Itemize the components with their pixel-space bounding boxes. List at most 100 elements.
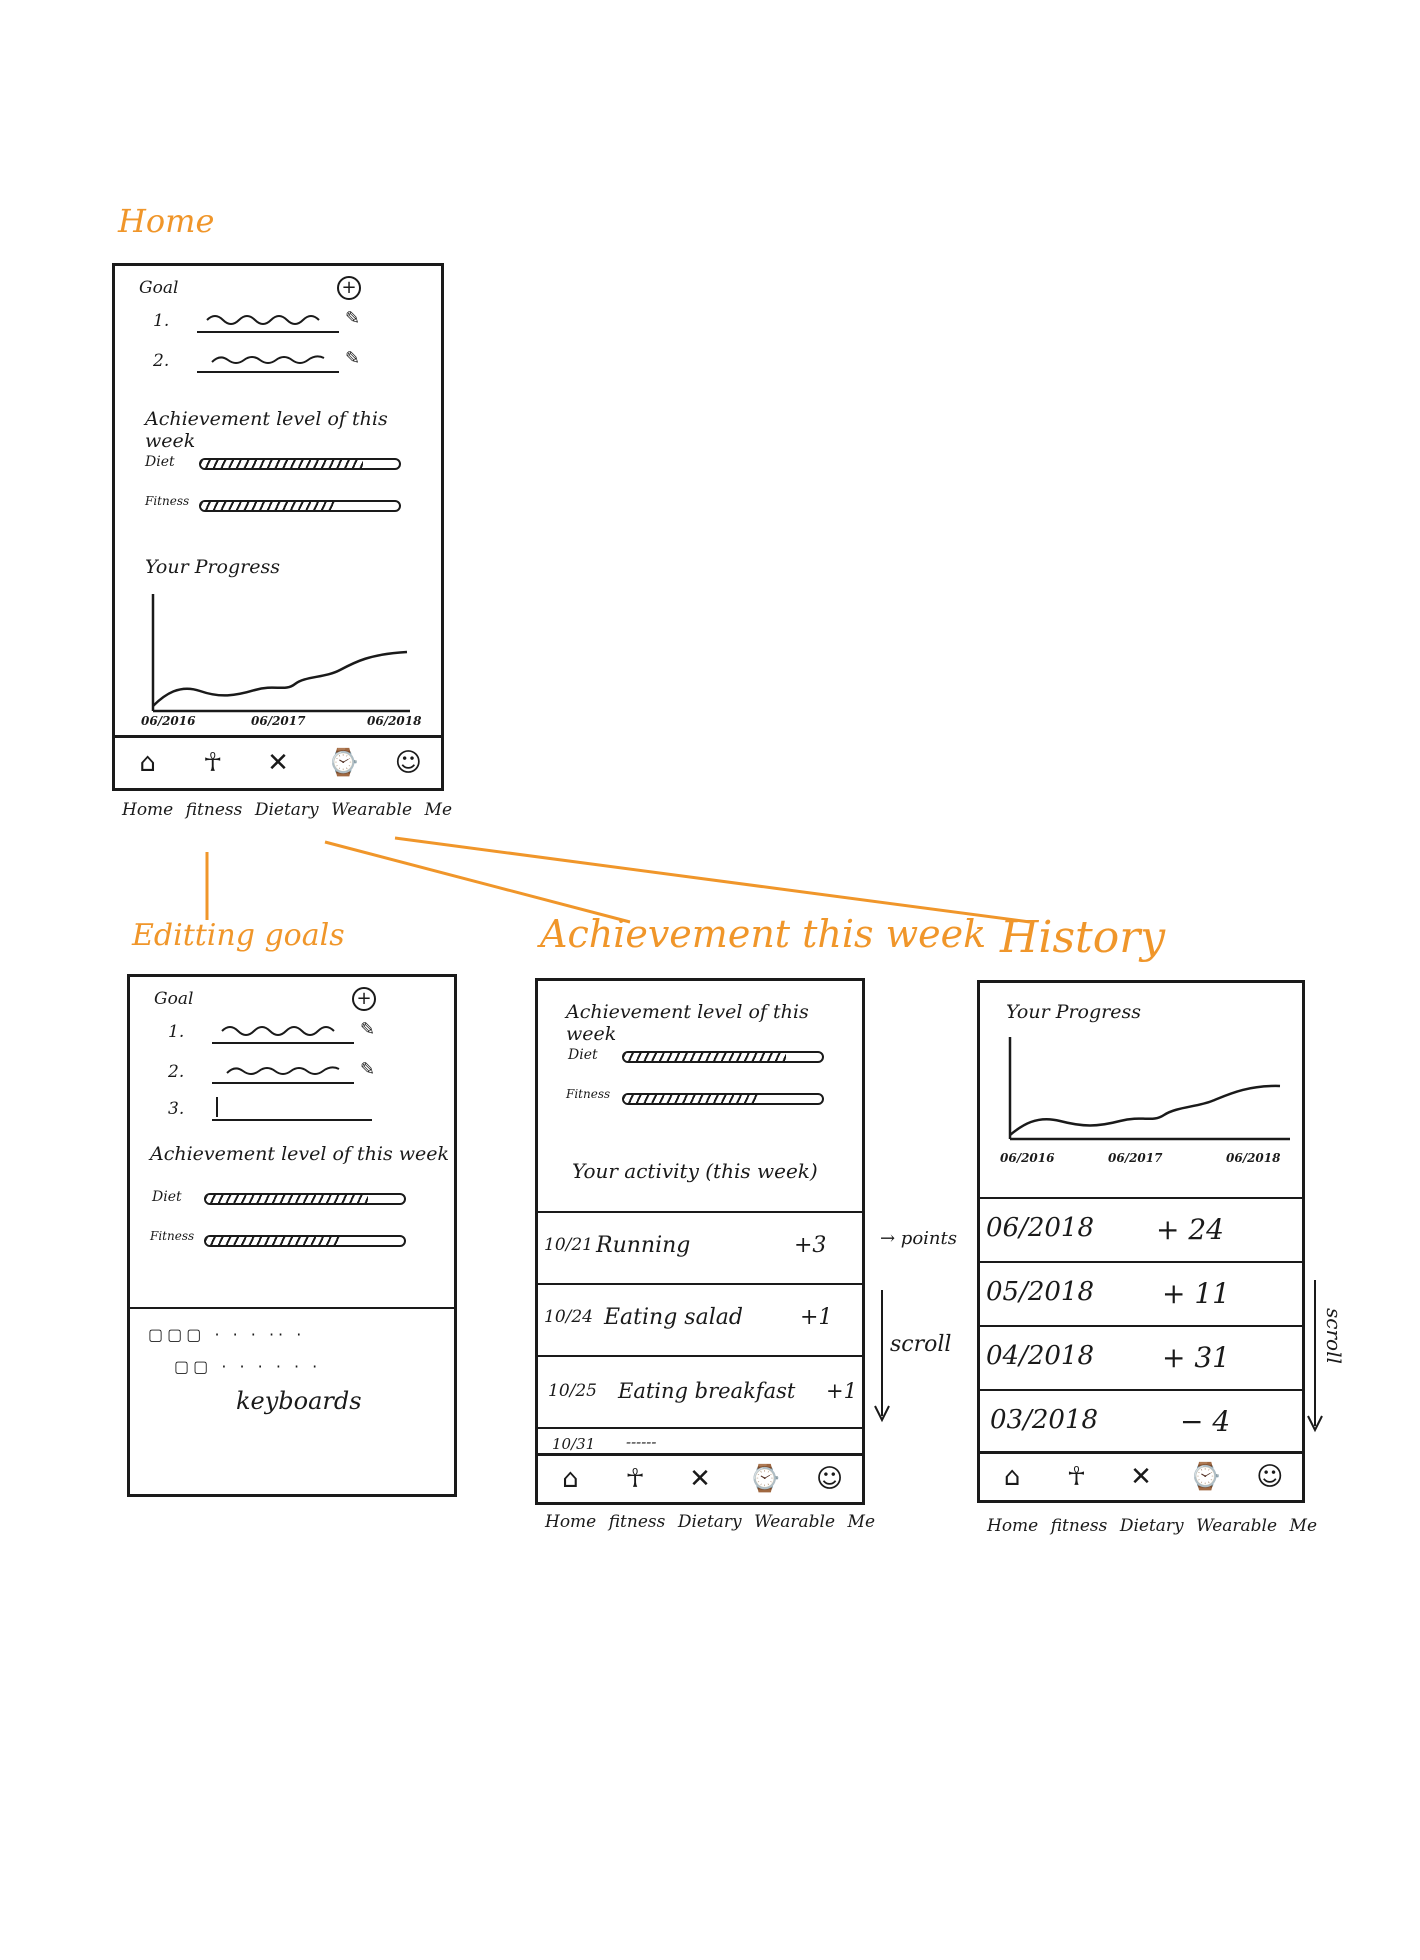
activity-row[interactable]: 10/25 Eating breakfast +1 [538, 1355, 862, 1427]
bottom-nav: ⌂ ☥ ✕ ⌚ ☺ [980, 1451, 1302, 1500]
fitness-icon[interactable]: ☥ [1066, 1462, 1087, 1492]
progress-label: Your Progress [145, 556, 280, 578]
wearable-icon[interactable]: ⌚ [1189, 1462, 1222, 1492]
diet-label: Diet [152, 1189, 182, 1205]
history-row[interactable]: 06/2018 + 24 [980, 1197, 1302, 1261]
nav-label-wearable[interactable]: Wearable [1196, 1516, 1278, 1536]
nav-label-me[interactable]: Me [847, 1512, 875, 1532]
edit-goal-2-icon[interactable]: ✎ [345, 348, 361, 369]
me-icon[interactable]: ☺ [816, 1464, 844, 1494]
nav-label-home[interactable]: Home [987, 1516, 1039, 1536]
progress-line-chart [151, 594, 410, 713]
goal-3-input[interactable] [212, 1119, 372, 1121]
history-scroll-arrow-icon [1307, 1280, 1323, 1433]
history-date: 04/2018 [986, 1341, 1095, 1371]
connector-achievement [324, 840, 631, 924]
nav-label-me[interactable]: Me [424, 800, 452, 820]
home-icon[interactable]: ⌂ [1003, 1462, 1021, 1492]
editing-title: Editting goals [132, 918, 345, 953]
history-row[interactable]: 03/2018 − 4 [980, 1389, 1302, 1453]
x-tick-2: 06/2017 [1108, 1151, 1163, 1165]
edit-goal-1-icon[interactable]: ✎ [345, 308, 361, 329]
scroll-arrow-icon [874, 1290, 890, 1423]
achievement-nav-labels: Home fitness Dietary Wearable Me [545, 1512, 875, 1532]
history-nav-labels: Home fitness Dietary Wearable Me [987, 1516, 1317, 1536]
nav-label-fitness[interactable]: fitness [1050, 1516, 1108, 1536]
history-date: 03/2018 [990, 1405, 1099, 1435]
wearable-icon[interactable]: ⌚ [748, 1464, 781, 1494]
activity-date: 10/31 [552, 1435, 596, 1453]
nav-label-home[interactable]: Home [545, 1512, 597, 1532]
history-row[interactable]: 05/2018 + 11 [980, 1261, 1302, 1325]
history-line-chart [1008, 1037, 1290, 1141]
goal-2-text [226, 1066, 340, 1075]
keyboard-label: keyboards [236, 1387, 362, 1415]
history-points: + 31 [1162, 1341, 1230, 1374]
nav-label-home[interactable]: Home [122, 800, 174, 820]
activity-points: +1 [800, 1305, 833, 1330]
progress-series-line [152, 650, 408, 707]
nav-label-dietary[interactable]: Dietary [1119, 1516, 1184, 1536]
wearable-icon[interactable]: ⌚ [326, 748, 360, 778]
editing-screen: Goal + 1. ✎ 2. ✎ 3. Achievement level of… [127, 974, 457, 1497]
achievement-label: Achievement level of this week [566, 1001, 809, 1045]
add-goal-icon[interactable]: + [352, 987, 376, 1011]
fitness-label: Fitness [150, 1229, 195, 1243]
me-icon[interactable]: ☺ [394, 748, 422, 778]
fitness-label: Fitness [145, 494, 190, 508]
bottom-nav: ⌂ ☥ ✕ ⌚ ☺ [538, 1453, 862, 1502]
nav-label-dietary[interactable]: Dietary [254, 800, 319, 820]
home-icon[interactable]: ⌂ [139, 748, 156, 778]
home-screen: Goal + 1. ✎ 2. ✎ Achievement level of th… [112, 263, 444, 791]
goal-1-text [206, 315, 320, 325]
nav-label-wearable[interactable]: Wearable [754, 1512, 836, 1532]
nav-label-fitness[interactable]: fitness [185, 800, 243, 820]
add-goal-icon[interactable]: + [337, 276, 361, 300]
history-series-line [1009, 1084, 1281, 1136]
history-screen: Your Progress 06/2016 06/2017 06/2018 06… [977, 980, 1305, 1503]
history-points: + 11 [1162, 1277, 1230, 1310]
x-tick-3: 06/2018 [367, 714, 422, 728]
nav-label-wearable[interactable]: Wearable [331, 800, 413, 820]
nav-label-me[interactable]: Me [1289, 1516, 1317, 1536]
keyboard-keys-row-1[interactable]: ▢▢▢ · · · ·· · [148, 1325, 306, 1344]
keyboard-divider [130, 1307, 454, 1309]
activity-date: 10/25 [548, 1381, 597, 1401]
nav-label-dietary[interactable]: Dietary [677, 1512, 742, 1532]
history-scroll-annotation: scroll [1322, 1308, 1346, 1364]
x-tick-1: 06/2016 [141, 714, 196, 728]
edit-goal-1-icon[interactable]: ✎ [360, 1019, 376, 1040]
activity-row[interactable]: 10/31 ------ [538, 1427, 862, 1459]
activity-row[interactable]: 10/21 Running +3 [538, 1211, 862, 1283]
goal-2-line [212, 1082, 354, 1084]
home-icon[interactable]: ⌂ [562, 1464, 579, 1494]
x-tick-2: 06/2017 [251, 714, 306, 728]
activity-label: Your activity (this week) [572, 1159, 818, 1183]
home-title: Home [118, 202, 215, 240]
points-annotation: → points [880, 1228, 957, 1249]
activity-name: ------ [626, 1433, 657, 1451]
fitness-icon[interactable]: ☥ [625, 1464, 645, 1494]
fitness-icon[interactable]: ☥ [203, 748, 223, 778]
dietary-icon[interactable]: ✕ [689, 1464, 711, 1494]
dietary-icon[interactable]: ✕ [267, 748, 289, 778]
history-row[interactable]: 04/2018 + 31 [980, 1325, 1302, 1389]
nav-label-fitness[interactable]: fitness [608, 1512, 666, 1532]
keyboard-keys-row-2[interactable]: ▢▢ · · · · · · [174, 1357, 322, 1376]
me-icon[interactable]: ☺ [1256, 1462, 1284, 1492]
activity-date: 10/21 [544, 1235, 593, 1255]
activity-row[interactable]: 10/24 Eating salad +1 [538, 1283, 862, 1355]
dietary-icon[interactable]: ✕ [1130, 1462, 1152, 1492]
history-points: − 4 [1180, 1405, 1231, 1438]
fitness-progress-bar [204, 1235, 406, 1247]
edit-goal-2-icon[interactable]: ✎ [360, 1059, 376, 1080]
achievement-label: Achievement level of this week [150, 1143, 449, 1165]
activity-name: Running [596, 1233, 691, 1258]
achievement-label: Achievement level of this week [145, 408, 388, 452]
goal-number-1: 1. [153, 311, 170, 331]
x-tick-3: 06/2018 [1226, 1151, 1281, 1165]
goal-number-3: 3. [168, 1099, 185, 1119]
history-points: + 24 [1156, 1213, 1224, 1246]
diet-label: Diet [568, 1047, 598, 1063]
